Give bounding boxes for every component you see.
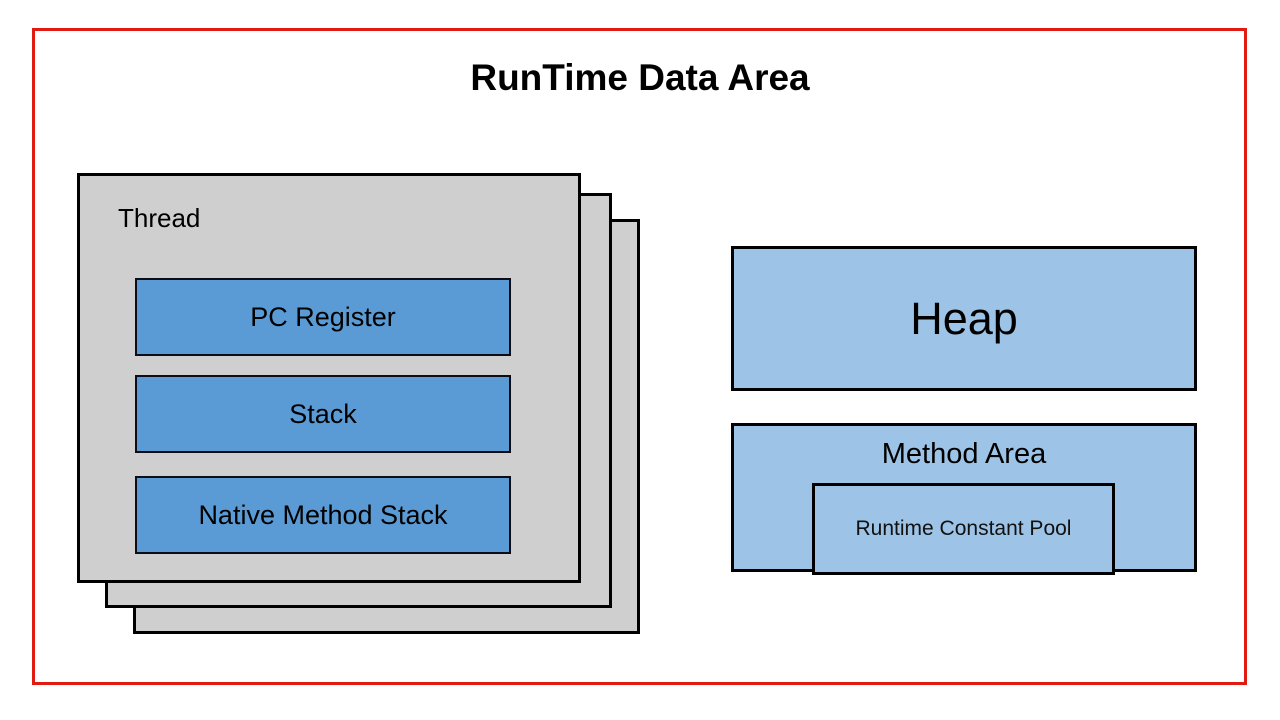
heap-box[interactable]: Heap xyxy=(731,246,1197,391)
thread-card-front[interactable]: Thread PC Register Stack Native Method S… xyxy=(77,173,581,583)
runtime-constant-pool-label: Runtime Constant Pool xyxy=(855,517,1072,540)
page-title: RunTime Data Area xyxy=(470,57,810,98)
runtime-constant-pool-box[interactable]: Runtime Constant Pool xyxy=(812,483,1115,575)
thread-box-stack[interactable]: Stack xyxy=(135,375,511,453)
thread-label: Thread xyxy=(118,203,201,233)
thread-box-native-method-stack[interactable]: Native Method Stack xyxy=(135,476,511,554)
thread-box-stack-label: Stack xyxy=(289,398,357,429)
thread-box-native-method-stack-label: Native Method Stack xyxy=(198,499,448,530)
method-area-box[interactable]: Method Area Runtime Constant Pool xyxy=(731,423,1197,575)
method-area-label: Method Area xyxy=(881,438,1047,470)
heap-label: Heap xyxy=(910,292,1018,344)
thread-box-pc-register-label: PC Register xyxy=(250,301,396,332)
thread-box-pc-register[interactable]: PC Register xyxy=(135,278,511,356)
